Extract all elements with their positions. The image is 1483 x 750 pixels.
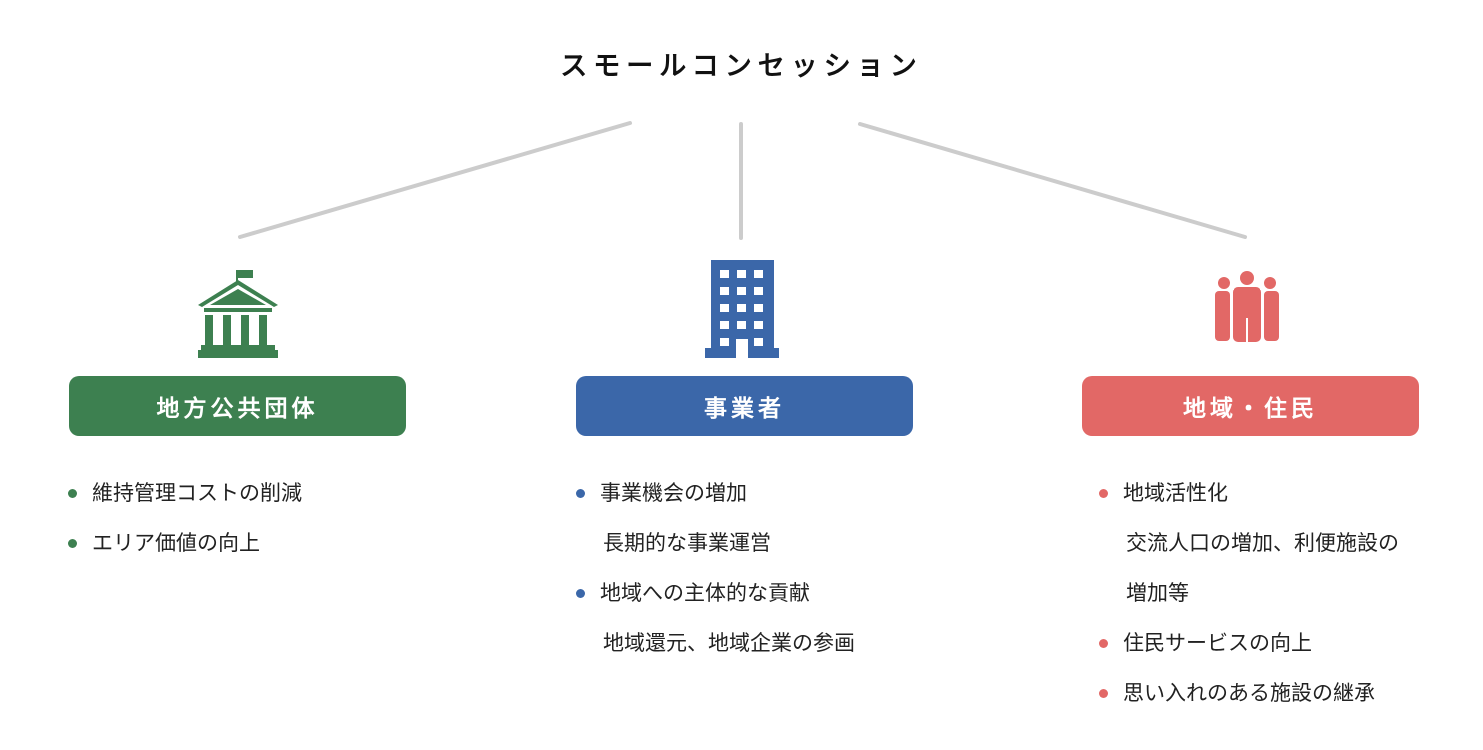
list-item: 地域活性化	[1099, 468, 1399, 518]
list-item: 事業機会の増加	[576, 468, 855, 518]
bullet-icon	[1099, 689, 1108, 698]
list-subitem: 交流人口の増加、利便施設の	[1126, 531, 1399, 555]
list-subitem: 地域還元、地域企業の参画	[603, 631, 855, 655]
office-building-icon	[704, 258, 780, 360]
label-community-residents: 地域・住民	[1082, 376, 1419, 436]
list-local-government: 維持管理コストの削減 エリア価値の向上	[68, 468, 302, 568]
label-local-government: 地方公共団体	[69, 376, 406, 436]
list-item: 思い入れのある施設の継承	[1099, 668, 1399, 718]
list-item: エリア価値の向上	[68, 518, 302, 568]
label-text: 事業者	[704, 396, 785, 422]
list-item: 維持管理コストの削減	[68, 468, 302, 518]
bullet-icon	[576, 489, 585, 498]
list-business-operator: 事業機会の増加 長期的な事業運営 地域への主体的な貢献 地域還元、地域企業の参画	[576, 468, 855, 668]
label-business-operator: 事業者	[576, 376, 913, 436]
people-group-icon	[1212, 270, 1282, 344]
diagram-title: スモールコンセッション	[560, 51, 923, 82]
list-subitem: 長期的な事業運営	[603, 531, 771, 555]
connector-right	[858, 122, 1247, 239]
bullet-icon	[68, 489, 77, 498]
list-community-residents: 地域活性化 交流人口の増加、利便施設の 増加等 住民サービスの向上 思い入れのあ…	[1099, 468, 1399, 718]
connector-left	[238, 121, 632, 239]
bullet-icon	[1099, 639, 1108, 648]
bullet-icon	[68, 539, 77, 548]
list-item: 地域への主体的な貢献	[576, 568, 855, 618]
government-building-icon	[196, 268, 280, 360]
bullet-icon	[576, 589, 585, 598]
label-text: 地域・住民	[1183, 396, 1318, 422]
label-text: 地方公共団体	[156, 396, 319, 422]
list-subitem: 増加等	[1126, 581, 1189, 605]
bullet-icon	[1099, 489, 1108, 498]
list-item: 住民サービスの向上	[1099, 618, 1399, 668]
